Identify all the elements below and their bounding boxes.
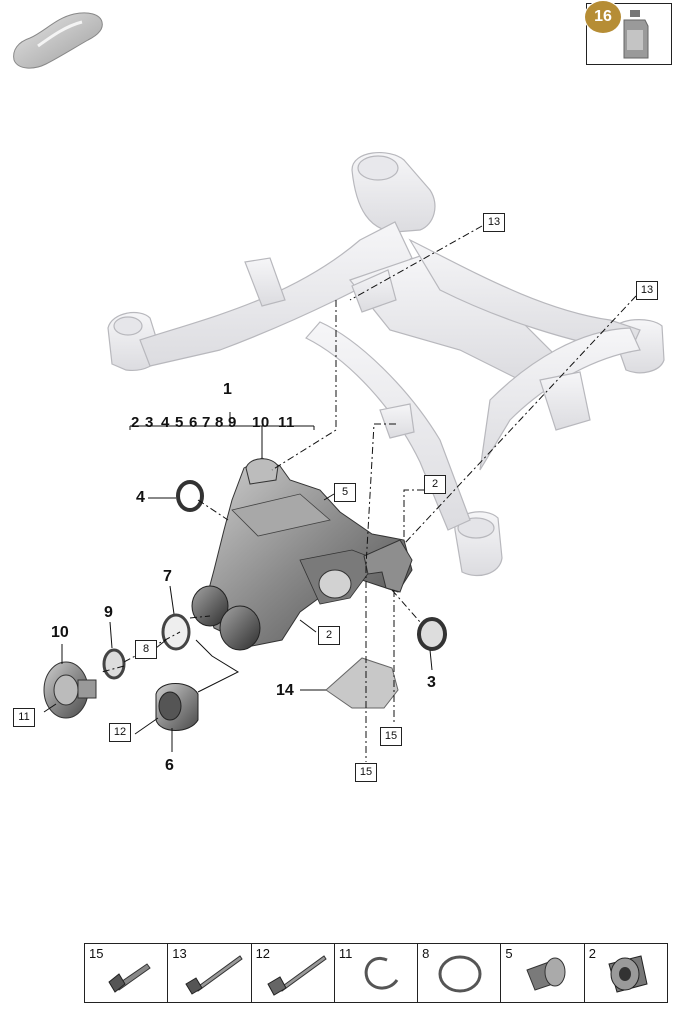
seal-7: [161, 613, 191, 651]
legend-cell-8[interactable]: 8: [418, 944, 502, 1002]
seq-item: 8: [215, 414, 224, 431]
seq-item: 5: [175, 414, 184, 431]
oil-badge[interactable]: 16: [584, 0, 622, 34]
box-2-lower[interactable]: 2: [318, 626, 340, 645]
callout-14[interactable]: 14: [276, 682, 294, 699]
seq-item: 11: [278, 414, 295, 431]
legend-cell-13[interactable]: 13: [168, 944, 252, 1002]
legend-label: 12: [255, 946, 271, 961]
box-13-upper[interactable]: 13: [483, 213, 505, 232]
box-15-bottom[interactable]: 15: [355, 763, 377, 782]
hardware-legend: 15 13 12 11 8 5: [84, 943, 668, 1003]
seq-item: 7: [202, 414, 211, 431]
legend-cell-15[interactable]: 15: [85, 944, 169, 1002]
plug-icon: [526, 957, 566, 991]
box-5[interactable]: 5: [334, 483, 356, 502]
short-bolt-icon: [108, 963, 151, 993]
seq-item: 4: [161, 414, 170, 431]
seal-4: [176, 480, 204, 512]
box-15-right[interactable]: 15: [380, 727, 402, 746]
differential-housing: [191, 457, 413, 651]
seq-item: 10: [252, 414, 270, 431]
o-ring-icon: [438, 955, 482, 993]
callout-6[interactable]: 6: [165, 757, 174, 774]
box-11[interactable]: 11: [13, 708, 35, 727]
washer-9: [102, 648, 126, 680]
bushing-icon: [608, 955, 648, 993]
long-bolt-icon: [185, 955, 243, 995]
seq-item: 2: [131, 414, 140, 431]
legend-cell-2[interactable]: 2: [585, 944, 667, 1002]
legend-cell-11[interactable]: 11: [335, 944, 419, 1002]
bushing-6: [155, 683, 199, 731]
seq-item: 3: [145, 414, 154, 431]
legend-label: 8: [422, 946, 430, 961]
box-2-upper[interactable]: 2: [424, 475, 446, 494]
box-8[interactable]: 8: [135, 640, 157, 659]
callout-10[interactable]: 10: [51, 624, 69, 641]
box-13-right[interactable]: 13: [636, 281, 658, 300]
subframe: [107, 152, 665, 577]
callout-4[interactable]: 4: [136, 489, 145, 506]
seq-item: 6: [189, 414, 198, 431]
rear-axle-diagram: [43, 152, 665, 762]
seal-3: [417, 617, 447, 651]
oil-part-box[interactable]: [586, 3, 672, 65]
legend-cell-12[interactable]: 12: [252, 944, 335, 1002]
legend-label: 15: [89, 946, 104, 961]
car-thumbnail-icon: [13, 12, 103, 69]
legend-cell-5[interactable]: 5: [501, 944, 585, 1002]
legend-label: 13: [172, 946, 187, 961]
callout-7[interactable]: 7: [163, 568, 172, 585]
oil-bottle-icon: [623, 10, 649, 59]
long-bolt-icon: [266, 955, 327, 996]
callout-3[interactable]: 3: [427, 674, 436, 691]
seq-item: 9: [228, 414, 237, 431]
label-1: 1: [223, 381, 232, 398]
flange-10: [43, 661, 97, 719]
box-12[interactable]: 12: [109, 723, 131, 742]
callout-9[interactable]: 9: [104, 604, 113, 621]
sub-part-sequence: 2 3 4 5 6 7 8 9 10 11: [131, 414, 298, 431]
legend-label: 11: [338, 946, 353, 961]
heat-shield-14: [325, 657, 399, 709]
circlip-icon: [364, 957, 399, 990]
legend-label: 2: [588, 946, 596, 961]
legend-label: 5: [505, 946, 513, 961]
